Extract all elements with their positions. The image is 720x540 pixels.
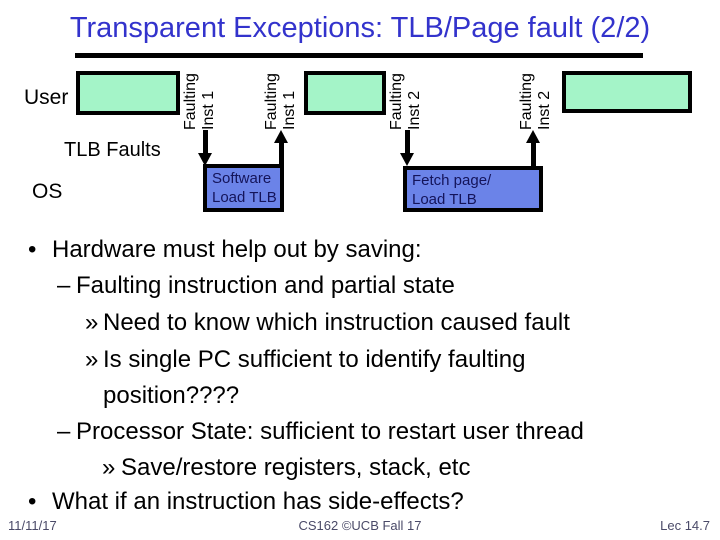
up-arrow-icon (531, 143, 536, 167)
bullet-text: position???? (103, 382, 240, 409)
os-label: OS (32, 180, 63, 203)
user-timeline-box-1 (76, 71, 180, 115)
footer-course: CS162 ©UCB Fall 17 (298, 518, 422, 533)
bullet-line: • What if an instruction has side-effects… (28, 488, 464, 516)
tlb-faults-label: TLB Faults (64, 139, 161, 161)
bullet-line: »Save/restore registers, stack, etc (102, 454, 470, 482)
faulting-label-line: Faulting (518, 73, 535, 130)
bullet-line-wrap: position???? (103, 382, 239, 410)
bullet-marker: – (57, 418, 71, 445)
inst-label-line: Inst 2 (536, 90, 553, 130)
os-box-fetch-page-load-tlb: Fetch page/ Load TLB (403, 166, 543, 212)
slide-title: Transparent Exceptions: TLB/Page fault (… (69, 12, 651, 44)
os-box-software-load-tlb: Software Load TLB (203, 164, 284, 212)
bullet-marker: – (57, 272, 71, 299)
down-arrow-icon (203, 130, 208, 156)
up-arrow-icon (279, 143, 284, 166)
bullet-line: • Hardware must help out by saving: (28, 236, 422, 264)
faulting-label-line: Faulting (182, 73, 199, 130)
bullet-line: –Faulting instruction and partial state (57, 272, 455, 300)
bullet-text: What if an instruction has side-effects? (52, 488, 464, 515)
bullet-marker: » (85, 346, 99, 373)
inst-label-line: Inst 2 (406, 90, 423, 130)
inst-label-line: Inst 1 (200, 90, 217, 130)
faulting-label-line: Faulting (263, 73, 280, 130)
bullet-text: Need to know which instruction caused fa… (103, 309, 570, 336)
bullet-marker: » (85, 309, 99, 336)
bullet-text: Hardware must help out by saving: (52, 236, 422, 263)
os-box-text-line: Fetch page/ (412, 172, 492, 189)
inst-label-line: Inst 1 (281, 90, 298, 130)
faulting-inst-2-label-after: Faulting Inst 2 (518, 56, 556, 130)
bullet-text: Is single PC sufficient to identify faul… (103, 346, 526, 373)
bullet-text: Faulting instruction and partial state (76, 272, 455, 299)
os-box-text-line: Load TLB (212, 189, 277, 206)
faulting-inst-2-label-before: Faulting Inst 2 (388, 56, 426, 130)
footer-lecture-number: Lec 14.7 (660, 518, 710, 533)
bullet-marker: • (28, 488, 37, 515)
bullet-marker: • (28, 236, 37, 263)
os-box-text-line: Load TLB (412, 191, 477, 208)
bullet-text: Processor State: sufficient to restart u… (76, 418, 584, 445)
os-box-text-line: Software (212, 170, 272, 187)
user-timeline-box-3 (562, 71, 692, 113)
bullet-line: »Is single PC sufficient to identify fau… (85, 346, 525, 374)
title-underline (75, 53, 643, 58)
bullet-line: –Processor State: sufficient to restart … (57, 418, 584, 446)
faulting-inst-1-label-after: Faulting Inst 1 (263, 56, 301, 130)
user-timeline-box-2 (304, 71, 386, 115)
up-arrowhead-icon (526, 130, 540, 143)
user-label: User (24, 86, 69, 109)
bullet-line: »Need to know which instruction caused f… (85, 309, 570, 337)
down-arrowhead-icon (400, 153, 414, 166)
bullet-text: Save/restore registers, stack, etc (121, 454, 471, 481)
bullet-marker: » (102, 454, 116, 481)
down-arrowhead-icon (198, 153, 212, 166)
up-arrowhead-icon (274, 130, 288, 143)
footer-date: 11/11/17 (8, 518, 57, 533)
down-arrow-icon (405, 130, 410, 156)
faulting-label-line: Faulting (388, 73, 405, 130)
faulting-inst-1-label-before: Faulting Inst 1 (182, 56, 220, 130)
